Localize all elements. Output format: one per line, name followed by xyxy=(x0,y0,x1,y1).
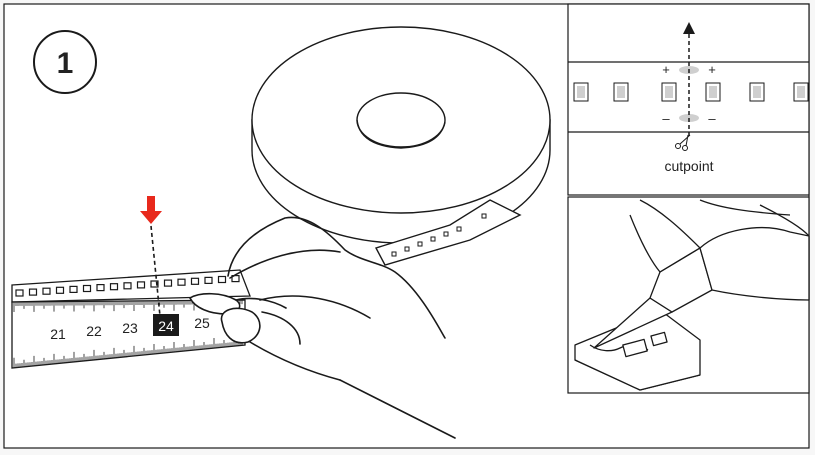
down-arrow-icon xyxy=(140,196,162,224)
led-chip xyxy=(42,287,51,295)
led-chip-core xyxy=(709,86,717,98)
hand-illustration xyxy=(188,216,456,439)
led-strip-reel xyxy=(251,26,551,266)
led-chip xyxy=(190,277,200,285)
led-strip xyxy=(11,269,251,303)
step-badge xyxy=(33,30,97,94)
ruler-number-highlighted: 24 xyxy=(158,318,174,334)
ruler-number: 23 xyxy=(122,320,138,336)
cutting-detail-panel xyxy=(567,196,810,394)
scissors-icon xyxy=(675,134,691,151)
led-chip xyxy=(82,284,92,293)
led-chip xyxy=(150,280,159,288)
cutpoint-label: cutpoint xyxy=(664,158,713,174)
led-chip-core xyxy=(665,86,673,98)
highlighted-mark xyxy=(153,314,179,336)
led-chip xyxy=(163,279,173,287)
minus-sign: – xyxy=(662,111,670,126)
led-chip xyxy=(123,282,132,290)
led-chip xyxy=(69,285,78,293)
up-arrow-icon xyxy=(683,22,695,34)
led-chip xyxy=(96,284,105,292)
led-chip xyxy=(204,276,213,284)
led-chip xyxy=(136,281,146,289)
ruler-number: 25 xyxy=(194,315,210,331)
led-chip-core xyxy=(577,86,585,98)
minus-sign: – xyxy=(708,111,716,126)
led-chip xyxy=(177,278,186,286)
led-chip xyxy=(55,286,65,294)
led-chip-core xyxy=(797,86,805,98)
led-chip xyxy=(28,288,38,296)
ruler-number: 22 xyxy=(86,323,102,339)
led-chip-core xyxy=(753,86,761,98)
measure-line xyxy=(150,225,161,317)
plus-sign: + xyxy=(662,62,670,77)
ruler-number: 21 xyxy=(50,326,66,342)
led-chip xyxy=(109,283,119,291)
step-number: 1 xyxy=(57,47,74,80)
plus-sign: + xyxy=(708,62,716,77)
led-chip xyxy=(217,275,227,284)
led-chip xyxy=(15,289,24,297)
cutpoint-detail-panel: + + – – cutpoint xyxy=(567,3,810,196)
led-chip-core xyxy=(617,86,625,98)
